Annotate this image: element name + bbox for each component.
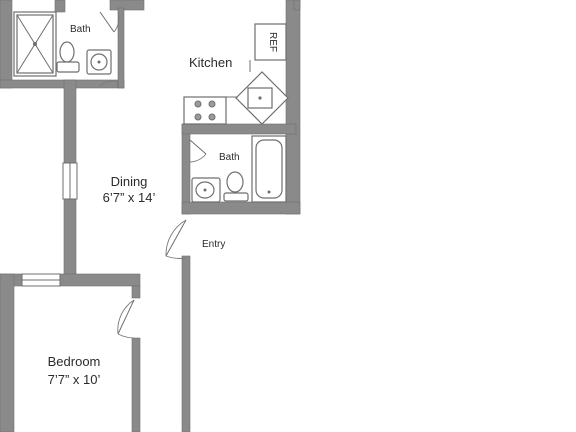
dining-label: Dining (111, 174, 148, 189)
door-mid-bath (189, 139, 207, 163)
sink-mid (191, 177, 221, 203)
refrigerator-label: REF (267, 32, 278, 52)
sink-top (86, 49, 112, 75)
wall-bedroom-right (131, 337, 141, 432)
entry-label: Entry (202, 239, 225, 250)
bath-top-label: Bath (70, 24, 91, 35)
wall-top-bath-bottom (0, 79, 125, 89)
kitchen-sink (235, 71, 289, 125)
bedroom-window (21, 273, 61, 287)
wall-dining-left (63, 79, 77, 165)
wall-top-bath-top2 (109, 0, 145, 11)
toilet-top (56, 41, 80, 73)
bedroom-door (117, 299, 135, 339)
entry-door (165, 219, 187, 259)
wall-top-bath-top (54, 0, 66, 13)
wall-corridor-right (181, 255, 191, 432)
wall-bedroom-right-top (131, 285, 141, 299)
walls (0, 0, 301, 432)
dining-dimensions: 6’7” x 14’ (103, 190, 156, 205)
wall-bedroom-left (0, 273, 15, 432)
dining-window (62, 162, 78, 200)
wall-kitchen-top-right (293, 0, 301, 11)
kitchen-counter (226, 60, 251, 98)
bathtub (251, 135, 287, 203)
door-top-bath-lower (99, 80, 119, 88)
wall-top-bath-right (117, 7, 125, 89)
wall-kitchen-right (285, 0, 301, 215)
wall-top-bath-left (0, 0, 13, 89)
stove (183, 96, 227, 125)
wall-kitchen-lower-left (181, 123, 191, 215)
bedroom-label: Bedroom (48, 354, 101, 369)
wall-bath-bottom (181, 201, 301, 215)
wall-dining-left-low (63, 197, 77, 277)
bath-mid-label: Bath (219, 152, 240, 163)
refrigerator (254, 23, 287, 61)
shower-stall (13, 11, 57, 77)
wall-kitchen-counter-top (181, 123, 297, 135)
toilet-mid (223, 171, 249, 202)
kitchen-label: Kitchen (189, 55, 232, 70)
bedroom-dimensions: 7’7” x 10’ (48, 372, 101, 387)
door-top-bath (99, 11, 120, 33)
wall-bedroom-top-right (59, 273, 141, 287)
